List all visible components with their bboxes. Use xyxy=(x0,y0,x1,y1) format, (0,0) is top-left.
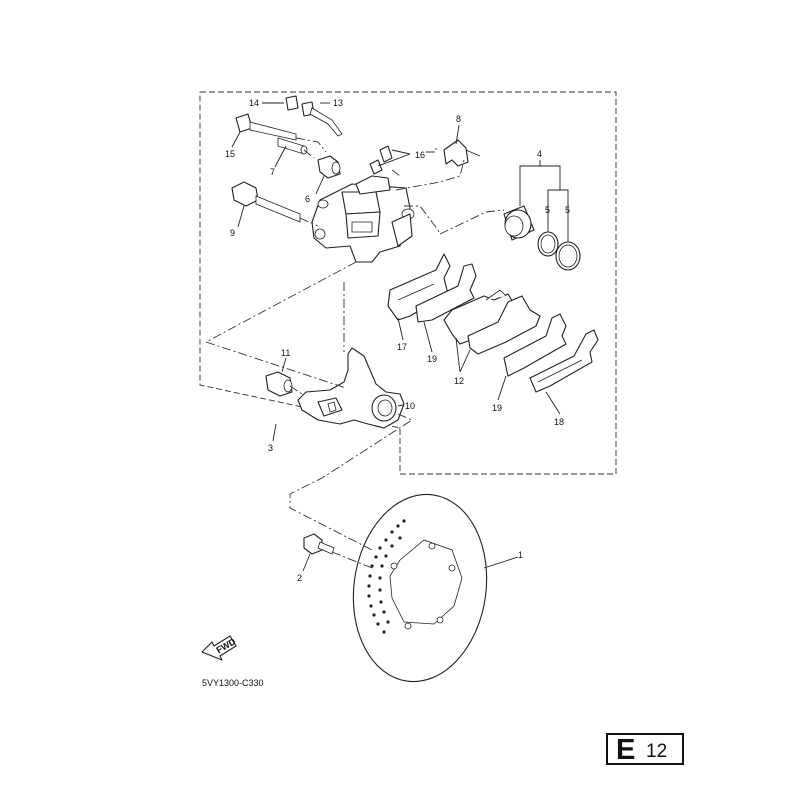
assembly-lines xyxy=(204,137,505,569)
caliper-bracket xyxy=(297,347,405,429)
callout-9: 9 xyxy=(230,228,235,238)
callout-15: 15 xyxy=(225,149,235,159)
diagram-code: 5VY1300-C330 xyxy=(202,678,264,688)
disc-vent-holes xyxy=(367,519,406,634)
bolt-15 xyxy=(235,113,297,141)
callout-14: 14 xyxy=(249,98,259,108)
callout-12: 12 xyxy=(454,376,464,386)
callout-17: 17 xyxy=(397,342,407,352)
brake-pad-19-right xyxy=(503,313,567,377)
callout-11: 11 xyxy=(281,348,290,358)
slide-pin-11 xyxy=(265,371,293,397)
bolt-9 xyxy=(231,181,301,223)
callout-7: 7 xyxy=(270,167,275,177)
page-badge-letter: E xyxy=(616,734,636,766)
brake-pad-19-left xyxy=(415,263,477,323)
callout-2: 2 xyxy=(297,573,302,583)
bleed-screw-13 xyxy=(301,101,343,137)
callouts: 14 13 15 7 6 9 8 16 4 5 5 17 19 12 19 18… xyxy=(225,98,570,583)
callout-4: 4 xyxy=(537,149,542,159)
callout-19b: 19 xyxy=(492,403,502,413)
disc-bolt-2 xyxy=(303,533,335,555)
fwd-arrow-icon: FWD xyxy=(201,635,238,661)
assembly-boundary xyxy=(199,91,617,475)
callout-3: 3 xyxy=(268,443,273,453)
caliper-body xyxy=(311,175,415,263)
leader-lines xyxy=(231,102,569,572)
page-badge-number: 12 xyxy=(646,741,668,762)
boot-6 xyxy=(317,155,341,179)
callout-6: 6 xyxy=(305,194,310,204)
cap-14 xyxy=(285,95,299,111)
piston-4 xyxy=(503,205,535,241)
callout-18: 18 xyxy=(554,417,564,427)
pad-shim-17 xyxy=(387,253,451,321)
piston-seal-5a xyxy=(537,231,559,257)
callout-5a: 5 xyxy=(545,205,550,215)
page-badge: E 12 xyxy=(606,733,684,766)
callout-10: 10 xyxy=(405,401,415,411)
brake-disc-1 xyxy=(352,493,488,683)
pad-shim-18 xyxy=(529,329,599,393)
bleed-nipple-16 xyxy=(369,145,393,175)
callout-8: 8 xyxy=(456,114,461,124)
callout-1: 1 xyxy=(518,550,523,560)
callout-5b: 5 xyxy=(565,205,570,215)
slide-pin-7 xyxy=(277,137,308,155)
pad-spring-12 xyxy=(443,289,541,355)
callout-13: 13 xyxy=(333,98,343,108)
callout-16: 16 xyxy=(415,150,425,160)
clip-8 xyxy=(443,139,481,167)
piston-seal-5b xyxy=(555,241,581,271)
callout-19a: 19 xyxy=(427,354,437,364)
